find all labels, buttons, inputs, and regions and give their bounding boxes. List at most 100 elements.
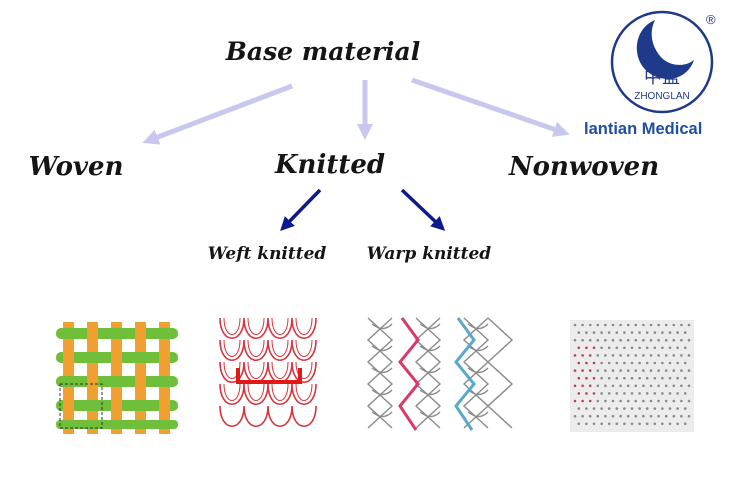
weft-knitted-illustration — [219, 317, 317, 427]
nonwoven-dot — [638, 361, 641, 365]
nonwoven-dot — [672, 323, 676, 327]
nonwoven-dot — [634, 399, 638, 403]
nonwoven-dot — [657, 323, 660, 327]
nonwoven-dot — [668, 346, 672, 350]
nonwoven-dot — [683, 331, 687, 334]
category-woven: Woven — [29, 152, 124, 182]
nonwoven-dot — [623, 407, 626, 410]
nonwoven-dot — [630, 376, 634, 380]
nonwoven-dot — [607, 331, 611, 334]
nonwoven-dot — [623, 346, 626, 350]
nonwoven-dot — [588, 414, 592, 418]
nonwoven-dot — [600, 392, 603, 395]
nonwoven-dot — [661, 407, 664, 410]
nonwoven-dot — [634, 384, 638, 388]
nonwoven-dot — [585, 407, 588, 410]
nonwoven-dot — [581, 338, 584, 342]
nonwoven-dot — [653, 361, 657, 365]
nonwoven-dot — [661, 392, 664, 395]
nonwoven-dot — [619, 399, 622, 403]
nonwoven-dot — [687, 369, 691, 372]
logo-latin: ZHONGLAN — [634, 91, 690, 102]
arrow-knitted-to-warp — [400, 188, 446, 231]
nonwoven-dot — [585, 331, 588, 334]
nonwoven-dot — [615, 376, 619, 380]
nonwoven-dot — [664, 338, 668, 342]
nonwoven-dot — [611, 338, 615, 342]
nonwoven-dot — [623, 361, 626, 365]
nonwoven-dot — [581, 323, 584, 327]
nonwoven-dot — [664, 323, 668, 327]
nonwoven-dot — [653, 376, 657, 380]
nonwoven-dot — [619, 369, 622, 372]
nonwoven-dot — [623, 331, 626, 334]
nonwoven-dot — [585, 422, 588, 426]
nonwoven-dot — [607, 376, 611, 380]
nonwoven-dot — [615, 346, 619, 350]
nonwoven-dot — [573, 414, 577, 418]
nonwoven-dot — [672, 414, 676, 418]
nonwoven-dot — [611, 369, 615, 372]
nonwoven-dot — [657, 399, 660, 403]
nonwoven-dot — [649, 384, 653, 388]
nonwoven-dot — [661, 422, 664, 426]
nonwoven-dot — [611, 414, 615, 418]
nonwoven-dot — [676, 331, 679, 334]
nonwoven-dot — [687, 414, 691, 418]
nonwoven-dot — [592, 346, 596, 350]
nonwoven-dot — [577, 361, 581, 365]
nonwoven-dot — [626, 369, 630, 372]
nonwoven-dot — [649, 369, 653, 372]
nonwoven-dot — [623, 376, 626, 380]
nonwoven-dot — [588, 384, 592, 388]
nonwoven-dot — [653, 422, 657, 426]
nonwoven-dot — [680, 369, 683, 372]
nonwoven-dot — [649, 338, 653, 342]
nonwoven-dot — [630, 331, 634, 334]
nonwoven-dot — [668, 376, 672, 380]
nonwoven-dot — [634, 338, 638, 342]
nonwoven-dot — [585, 346, 588, 350]
nonwoven-dot — [680, 399, 683, 403]
nonwoven-dot — [611, 399, 615, 403]
nonwoven-dot — [573, 323, 577, 327]
nonwoven-dot — [668, 407, 672, 410]
nonwoven-dot — [683, 346, 687, 350]
nonwoven-dot — [592, 376, 596, 380]
nonwoven-dot — [668, 331, 672, 334]
nonwoven-dot — [600, 407, 603, 410]
nonwoven-dot — [600, 361, 603, 365]
nonwoven-dot — [630, 346, 634, 350]
nonwoven-dot — [661, 376, 664, 380]
nonwoven-dot — [645, 346, 649, 350]
nonwoven-dot — [642, 384, 645, 388]
nonwoven-dot — [577, 392, 581, 395]
nonwoven-dot — [687, 338, 691, 342]
nonwoven-dot — [596, 323, 600, 327]
nonwoven-dot — [680, 338, 683, 342]
arrow-knitted-to-weft — [280, 188, 322, 232]
nonwoven-dot — [607, 361, 611, 365]
nonwoven-dot — [604, 384, 607, 388]
nonwoven-dot — [592, 392, 596, 395]
nonwoven-dot — [604, 323, 607, 327]
nonwoven-dot — [642, 369, 645, 372]
nonwoven-dot — [573, 338, 577, 342]
nonwoven-dot — [687, 399, 691, 403]
nonwoven-dot — [604, 399, 607, 403]
nonwoven-dot — [638, 392, 641, 395]
nonwoven-dot — [626, 323, 630, 327]
nonwoven-dot — [657, 369, 660, 372]
nonwoven-dot — [649, 399, 653, 403]
nonwoven-dot — [683, 392, 687, 395]
nonwoven-dot — [672, 384, 676, 388]
nonwoven-dot — [615, 331, 619, 334]
nonwoven-dot — [645, 361, 649, 365]
nonwoven-dot — [638, 346, 641, 350]
nonwoven-dot — [588, 399, 592, 403]
nonwoven-dot — [642, 323, 645, 327]
nonwoven-dot — [680, 323, 683, 327]
nonwoven-dot — [630, 392, 634, 395]
nonwoven-dot — [611, 384, 615, 388]
nonwoven-dot — [649, 414, 653, 418]
